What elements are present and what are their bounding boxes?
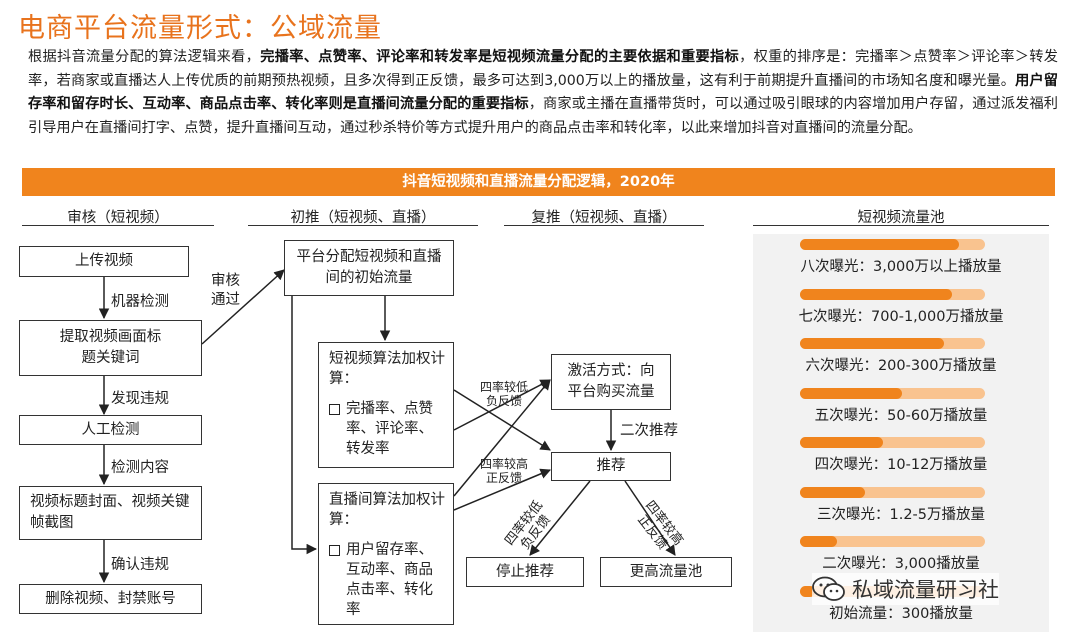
delete-ban-label: 删除视频、封禁账号 — [45, 590, 176, 607]
live-weighting-title: 直播间算法加权计算： — [329, 492, 445, 528]
high-feedback-diagonal-label: 四率较高正反馈 — [634, 498, 686, 553]
pool-level-label: 五次曝光：50-60万播放量 — [814, 407, 988, 424]
column-head-audit: 审核（短视频） — [22, 206, 214, 226]
initial-traffic-label: 平台分配短视频和直播间的初始流量 — [296, 249, 442, 286]
manual-check-label: 人工检测 — [81, 421, 140, 438]
pool-bar-fill — [800, 288, 952, 300]
higher-pool-label: 更高流量池 — [629, 563, 703, 580]
upload-video-box: 上传视频 — [19, 246, 189, 277]
pool-bar-track — [800, 437, 985, 448]
pool-level-label: 二次曝光：3,000播放量 — [822, 556, 980, 572]
buy-traffic-box: 激活方式：向平台购买流量 — [551, 354, 671, 410]
column-head-pool: 短视频流量池 — [753, 206, 1049, 226]
buy-traffic-label: 激活方式：向平台购买流量 — [567, 363, 655, 400]
pool-level-label: 四次曝光：10-12万播放量 — [814, 457, 988, 473]
page-title: 电商平台流量形式：公域流量 — [18, 13, 382, 44]
violation-found-label: 发现违规 — [111, 391, 169, 407]
watermark-text: 私域流量研习社 — [852, 578, 999, 602]
intro-paragraph: 根据抖音流量分配的算法逻辑来看，完播率、点赞率、评论率和转发率是短视频流量分配的… — [28, 49, 1058, 136]
live-weighting-box: 直播间算法加权计算： 用户留存率、互动率、商品点击率、转化率 — [318, 483, 454, 625]
pool-level-label: 八次曝光：3,000万以上播放量 — [800, 259, 1002, 275]
machine-check-label: 机器检测 — [111, 294, 169, 310]
snapshot-box: 视频标题封面、视频关键帧截图 — [19, 486, 202, 540]
short-video-weighting-title: 短视频算法加权计算： — [329, 351, 445, 387]
pool-level-label: 七次曝光：700-1,000万播放量 — [798, 308, 1004, 325]
recommend-box: 推荐 — [551, 452, 671, 481]
pool-bar-track — [800, 486, 985, 498]
low-feedback-label: 四率较低负反馈 — [479, 380, 528, 408]
watermark: 私域流量研习社 — [812, 573, 999, 605]
recommend-label: 推荐 — [596, 458, 626, 474]
pool-bar-fill — [800, 437, 883, 448]
audit-pass-label: 审核通过 — [211, 273, 240, 308]
high-feedback-label: 四率较高正反馈 — [479, 457, 528, 485]
stop-recommend-label: 停止推荐 — [496, 563, 554, 580]
initial-traffic-box: 平台分配短视频和直播间的初始流量 — [284, 240, 454, 296]
low-feedback-diagonal-label: 四率较低负反馈 — [502, 498, 554, 553]
wechat-icon — [812, 576, 845, 601]
upload-video-label: 上传视频 — [75, 253, 133, 269]
short-video-metrics: 完播率、点赞率、评论率、转发率 — [346, 401, 433, 457]
pool-bar-fill — [800, 387, 902, 399]
pool-bar-fill — [800, 338, 944, 349]
delete-ban-box: 删除视频、封禁账号 — [19, 584, 202, 614]
pool-bar-fill — [800, 536, 837, 547]
pool-level-label: 三次曝光：1.2-5万播放量 — [816, 506, 986, 523]
pool-level-label: 六次曝光：200-300万播放量 — [805, 358, 997, 374]
column-head-repush: 复推（短视频、直播） — [504, 206, 704, 226]
extract-keywords-box: 提取视频画面标题关键词 — [19, 320, 202, 376]
pool-bar-fill — [800, 585, 815, 597]
higher-pool-box: 更高流量池 — [600, 557, 732, 587]
checkbox-icon — [329, 545, 340, 556]
second-recommend-label: 二次推荐 — [620, 423, 678, 439]
pool-level-label: 初始流量：300播放量 — [829, 605, 973, 622]
check-content-label: 检测内容 — [111, 460, 169, 476]
snapshot-label: 视频标题封面、视频关键帧截图 — [30, 494, 190, 531]
manual-check-box: 人工检测 — [19, 415, 202, 445]
live-metrics: 用户留存率、互动率、商品点击率、转化率 — [346, 542, 433, 618]
pool-bar-fill — [800, 239, 959, 250]
traffic-pool-panel: 八次曝光：3,000万以上播放量七次曝光：700-1,000万播放量六次曝光：2… — [753, 234, 1049, 632]
short-video-weighting-box: 短视频算法加权计算： 完播率、点赞率、评论率、转发率 — [318, 342, 454, 468]
pool-bar-track — [800, 536, 985, 547]
checkbox-icon — [329, 404, 340, 415]
stop-recommend-box: 停止推荐 — [466, 557, 584, 587]
violation-confirmed-label: 确认违规 — [111, 557, 169, 573]
column-head-initial: 初推（短视频、直播） — [248, 206, 478, 226]
diagram-banner: 抖音短视频和直播流量分配逻辑，2020年 — [22, 168, 1055, 196]
pool-bar-fill — [800, 486, 865, 498]
extract-keywords-label: 提取视频画面标题关键词 — [59, 329, 162, 366]
